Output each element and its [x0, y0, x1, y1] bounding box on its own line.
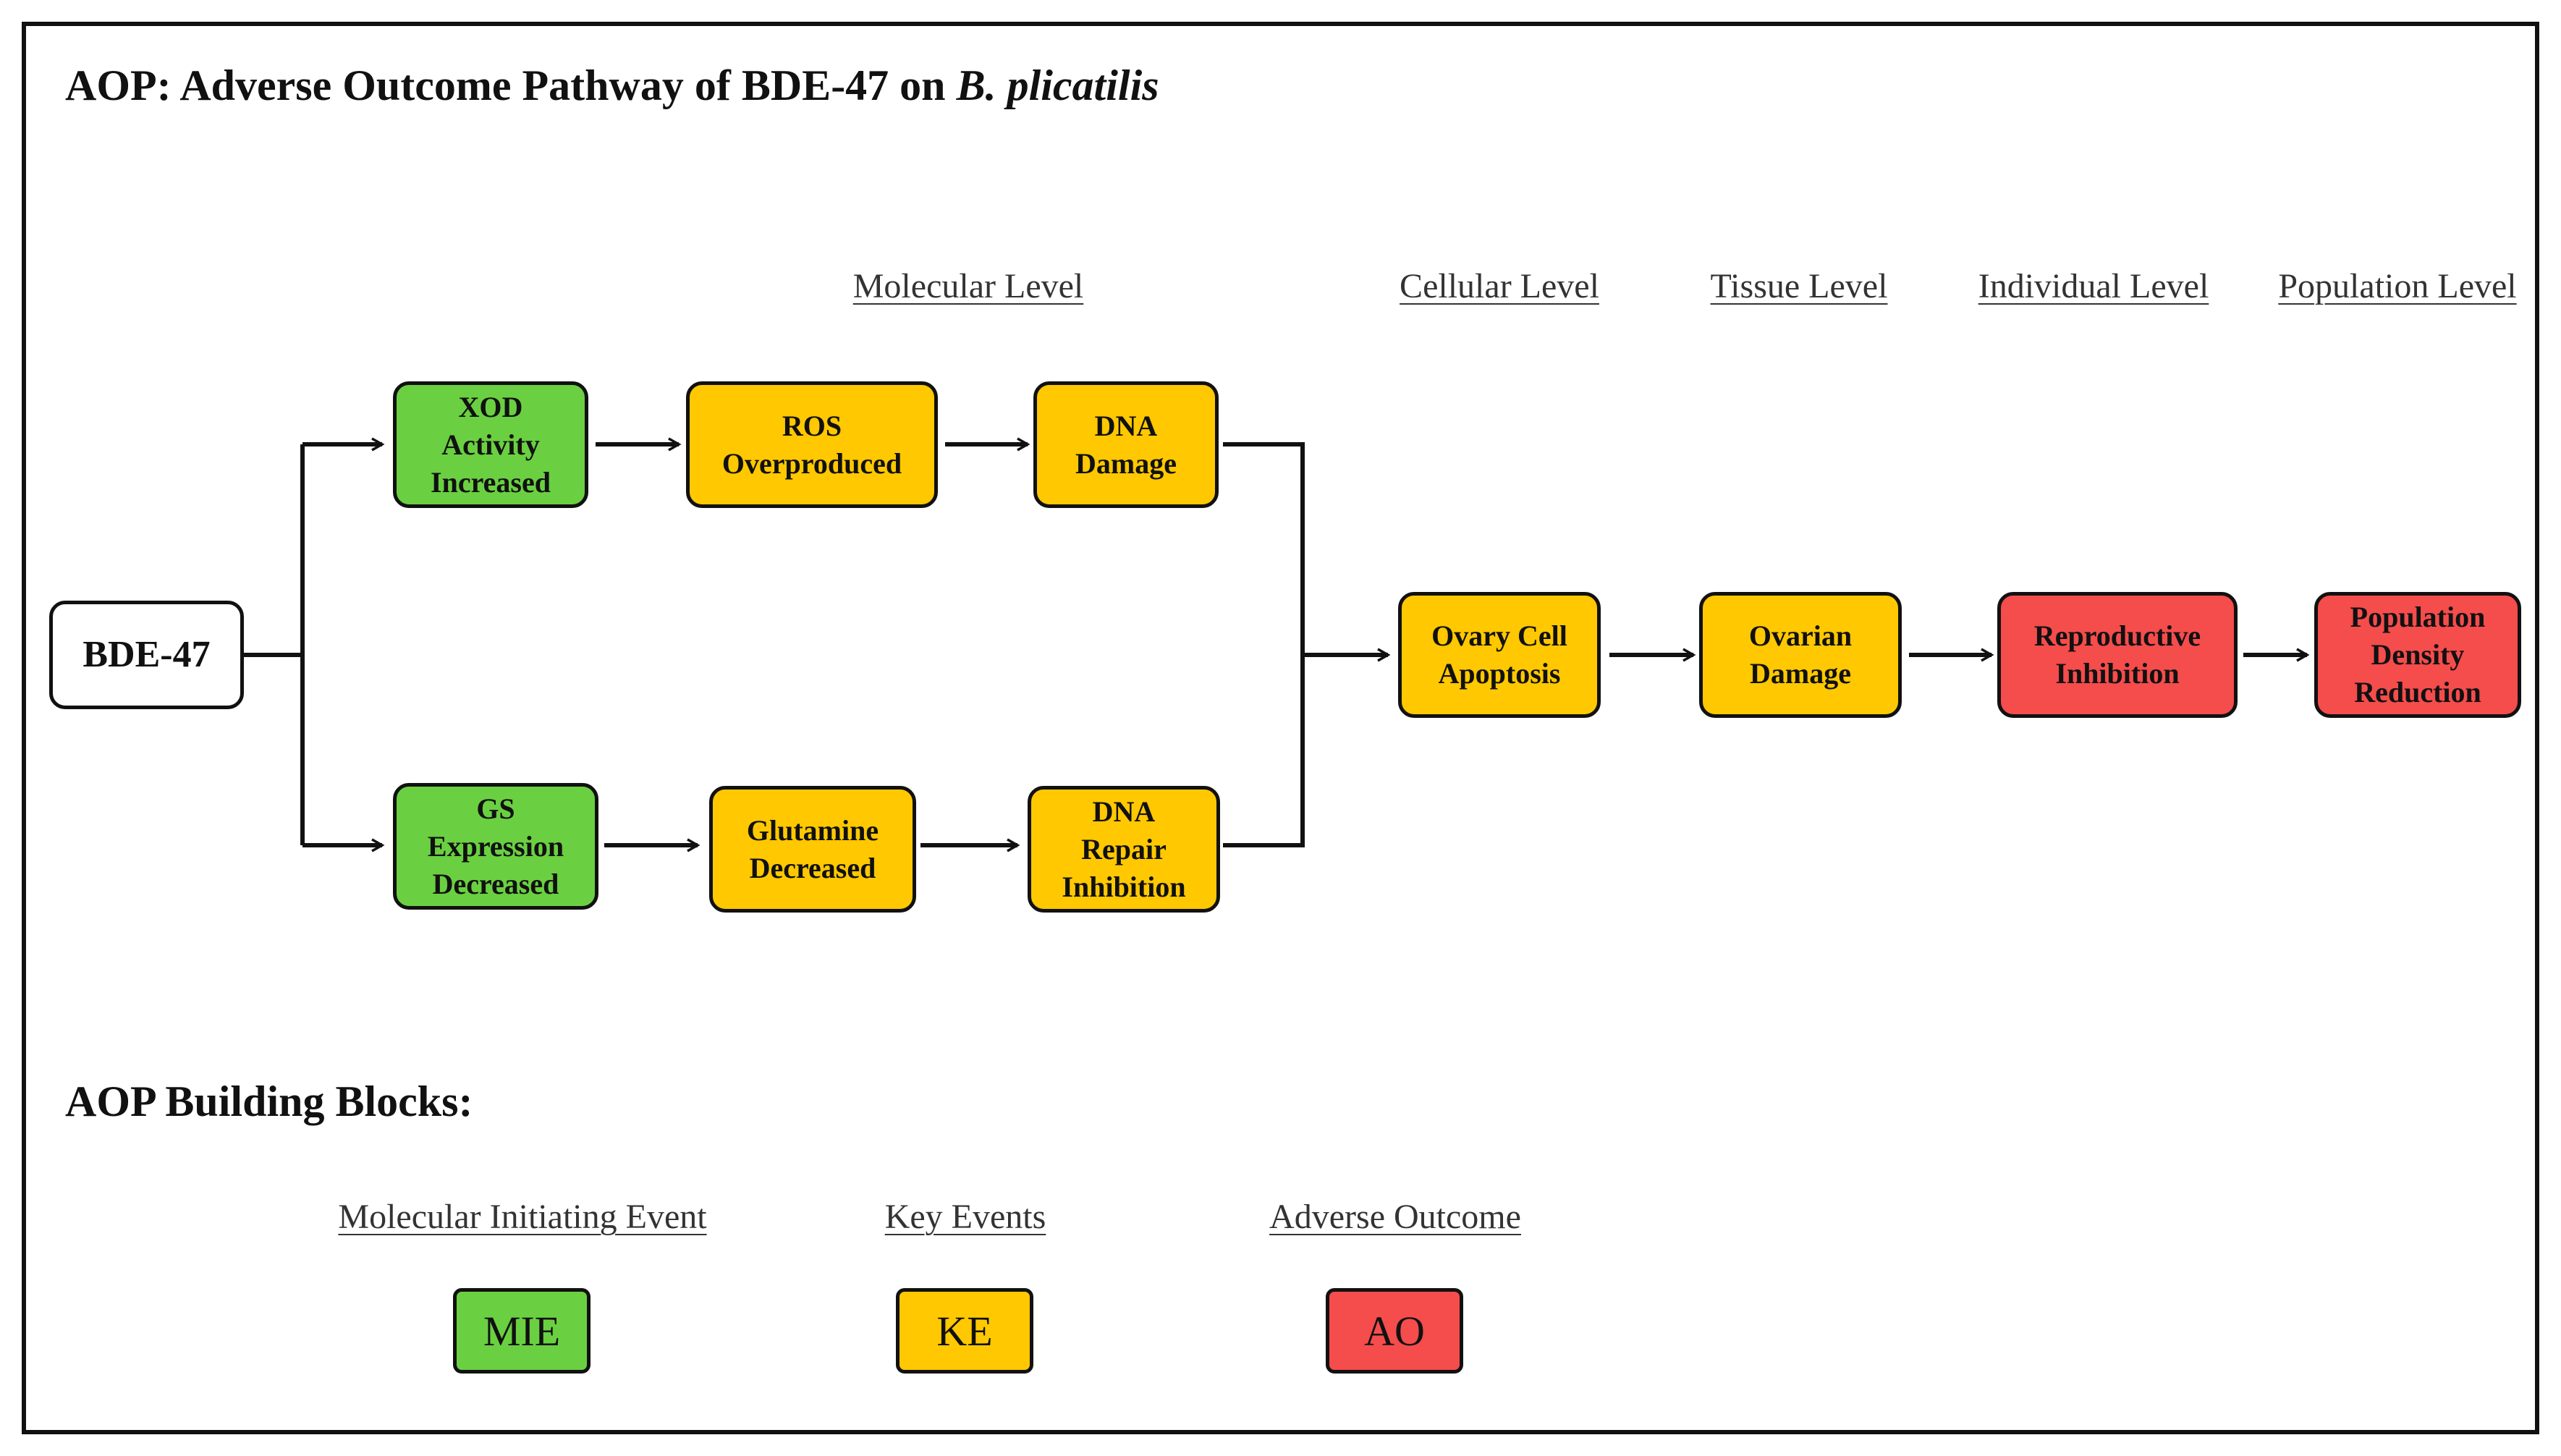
- level-cellular: Cellular Level: [1400, 267, 1599, 305]
- node-reproductive-inhibition: Reproductive Inhibition: [1997, 592, 2238, 718]
- node-gs-expression: GS Expression Decreased: [393, 783, 598, 910]
- legend-title: AOP Building Blocks:: [65, 1078, 473, 1125]
- node-xod-activity: XOD Activity Increased: [393, 381, 588, 508]
- title-prefix: AOP: Adverse Outcome Pathway of BDE-47 o…: [65, 62, 957, 109]
- level-tissue: Tissue Level: [1710, 267, 1888, 305]
- legend-ao-box: AO: [1326, 1288, 1463, 1374]
- node-population-reduction: Population Density Reduction: [2314, 592, 2521, 718]
- legend-ke-label: Key Events: [884, 1198, 1046, 1236]
- node-glutamine: Glutamine Decreased: [709, 786, 916, 913]
- figure-frame: [22, 22, 2539, 1434]
- node-dna-damage: DNA Damage: [1033, 381, 1219, 508]
- edge-dna-merge: [1223, 442, 1305, 847]
- node-ovarian-damage: Ovarian Damage: [1699, 592, 1902, 718]
- title-species: B. plicatilis: [956, 62, 1159, 109]
- level-individual: Individual Level: [1978, 267, 2209, 305]
- figure-title: AOP: Adverse Outcome Pathway of BDE-47 o…: [65, 61, 1159, 111]
- node-dna-repair: DNA Repair Inhibition: [1028, 786, 1220, 913]
- legend-ke-box: KE: [896, 1288, 1033, 1374]
- legend-mie-box: MIE: [453, 1288, 590, 1374]
- node-ros-overproduced: ROS Overproduced: [686, 381, 938, 508]
- node-bde47: BDE-47: [49, 601, 244, 709]
- node-ovary-apoptosis: Ovary Cell Apoptosis: [1398, 592, 1601, 718]
- legend-ao-label: Adverse Outcome: [1269, 1198, 1521, 1236]
- legend-mie-label: Molecular Initiating Event: [338, 1198, 707, 1236]
- level-molecular: Molecular Level: [852, 267, 1084, 305]
- level-population: Population Level: [2278, 267, 2517, 305]
